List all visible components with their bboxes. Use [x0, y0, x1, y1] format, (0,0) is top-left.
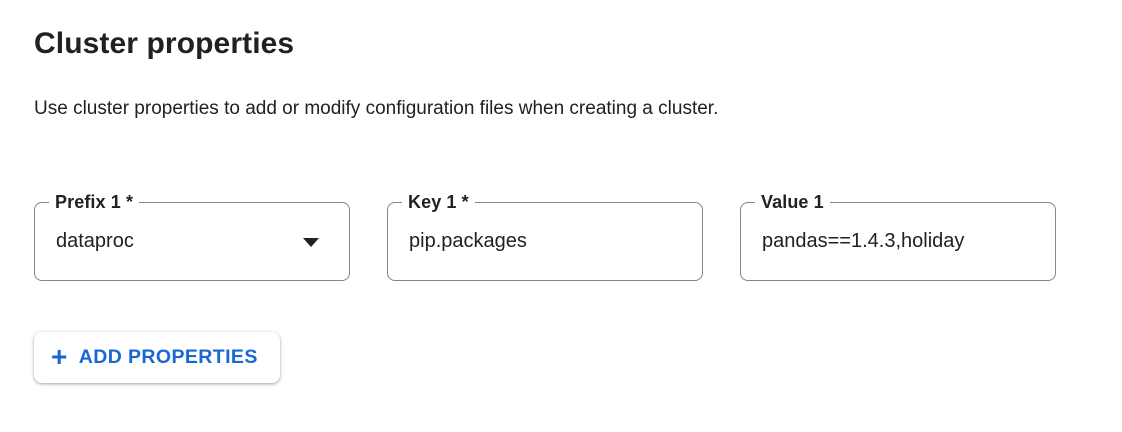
value-input[interactable]	[762, 229, 1041, 253]
page-title: Cluster properties	[34, 27, 295, 60]
plus-icon: +	[51, 340, 68, 372]
arrow-drop-down-icon	[303, 237, 319, 247]
value-field: Value 1	[740, 192, 1056, 281]
value-input-wrapper	[741, 212, 1055, 264]
key-field-label: Key 1 *	[408, 192, 469, 212]
page-subtitle: Use cluster properties to add or modify …	[34, 98, 719, 119]
key-field: Key 1 *	[387, 192, 703, 281]
add-properties-button[interactable]: + ADD PROPERTIES	[34, 332, 280, 383]
prefix-field: Prefix 1 * dataproc	[34, 192, 350, 281]
prefix-field-label: Prefix 1 *	[55, 192, 134, 212]
key-input-wrapper	[388, 212, 702, 264]
add-properties-button-label: ADD PROPERTIES	[78, 346, 258, 368]
prefix-selected-value: dataproc	[56, 230, 134, 252]
key-input[interactable]	[409, 229, 688, 253]
prefix-select[interactable]: dataproc	[35, 212, 349, 264]
value-field-label: Value 1	[761, 192, 824, 212]
property-row-1: Prefix 1 * dataproc Key 1 * Value 1	[34, 192, 1088, 281]
cluster-properties-section: Cluster properties Use cluster propertie…	[34, 27, 1088, 383]
